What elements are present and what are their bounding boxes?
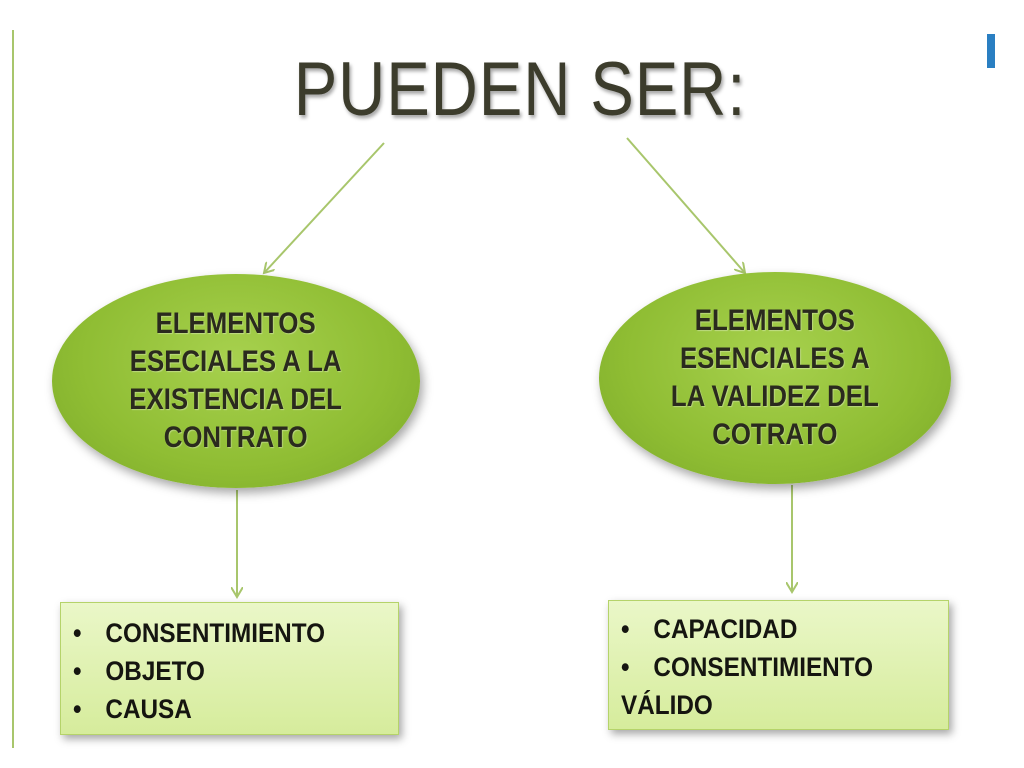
right-item: •CAPACIDAD	[621, 614, 798, 644]
left-border-line	[12, 30, 14, 748]
left-node-ellipse: ELEMENTOS ESECIALES A LA EXISTENCIA DEL …	[52, 274, 420, 488]
bullet-icon: •	[621, 652, 630, 682]
bullet-icon: •	[621, 614, 630, 644]
left-item: •CAUSA	[73, 694, 192, 724]
corner-accent-mark	[987, 34, 995, 68]
left-node-line: EXISTENCIA DEL	[129, 383, 343, 416]
right-node-label: ELEMENTOS ESENCIALES A LA VALIDEZ DEL CO…	[671, 302, 879, 454]
bullet-icon: •	[73, 618, 82, 648]
right-item: •CONSENTIMIENTO	[621, 652, 874, 682]
slide-title: PUEDEN SER:	[293, 47, 747, 132]
arrow-title-to-right-node	[626, 137, 745, 273]
right-node-line: COTRATO	[712, 418, 838, 451]
left-item: •CONSENTIMIENTO	[73, 618, 326, 648]
left-node-line: CONTRATO	[164, 421, 308, 454]
right-node-ellipse: ELEMENTOS ESENCIALES A LA VALIDEZ DEL CO…	[599, 272, 951, 484]
left-node-line: ESECIALES A LA	[130, 345, 342, 378]
right-node-line: ELEMENTOS	[694, 304, 856, 337]
bullet-icon: •	[73, 694, 82, 724]
right-node-line: ESENCIALES A	[680, 342, 870, 375]
right-items-box: •CAPACIDAD •CONSENTIMIENTO VÁLIDO	[608, 600, 949, 730]
left-item: •OBJETO	[73, 656, 205, 686]
arrow-title-to-left-node	[264, 142, 385, 273]
bullet-icon: •	[73, 656, 82, 686]
left-items-box: •CONSENTIMIENTO •OBJETO •CAUSA	[60, 602, 399, 735]
left-node-line: ELEMENTOS	[155, 307, 317, 340]
left-node-label: ELEMENTOS ESECIALES A LA EXISTENCIA DEL …	[130, 305, 343, 457]
right-node-line: LA VALIDEZ DEL	[671, 380, 879, 413]
right-item-continuation: VÁLIDO	[621, 690, 713, 720]
